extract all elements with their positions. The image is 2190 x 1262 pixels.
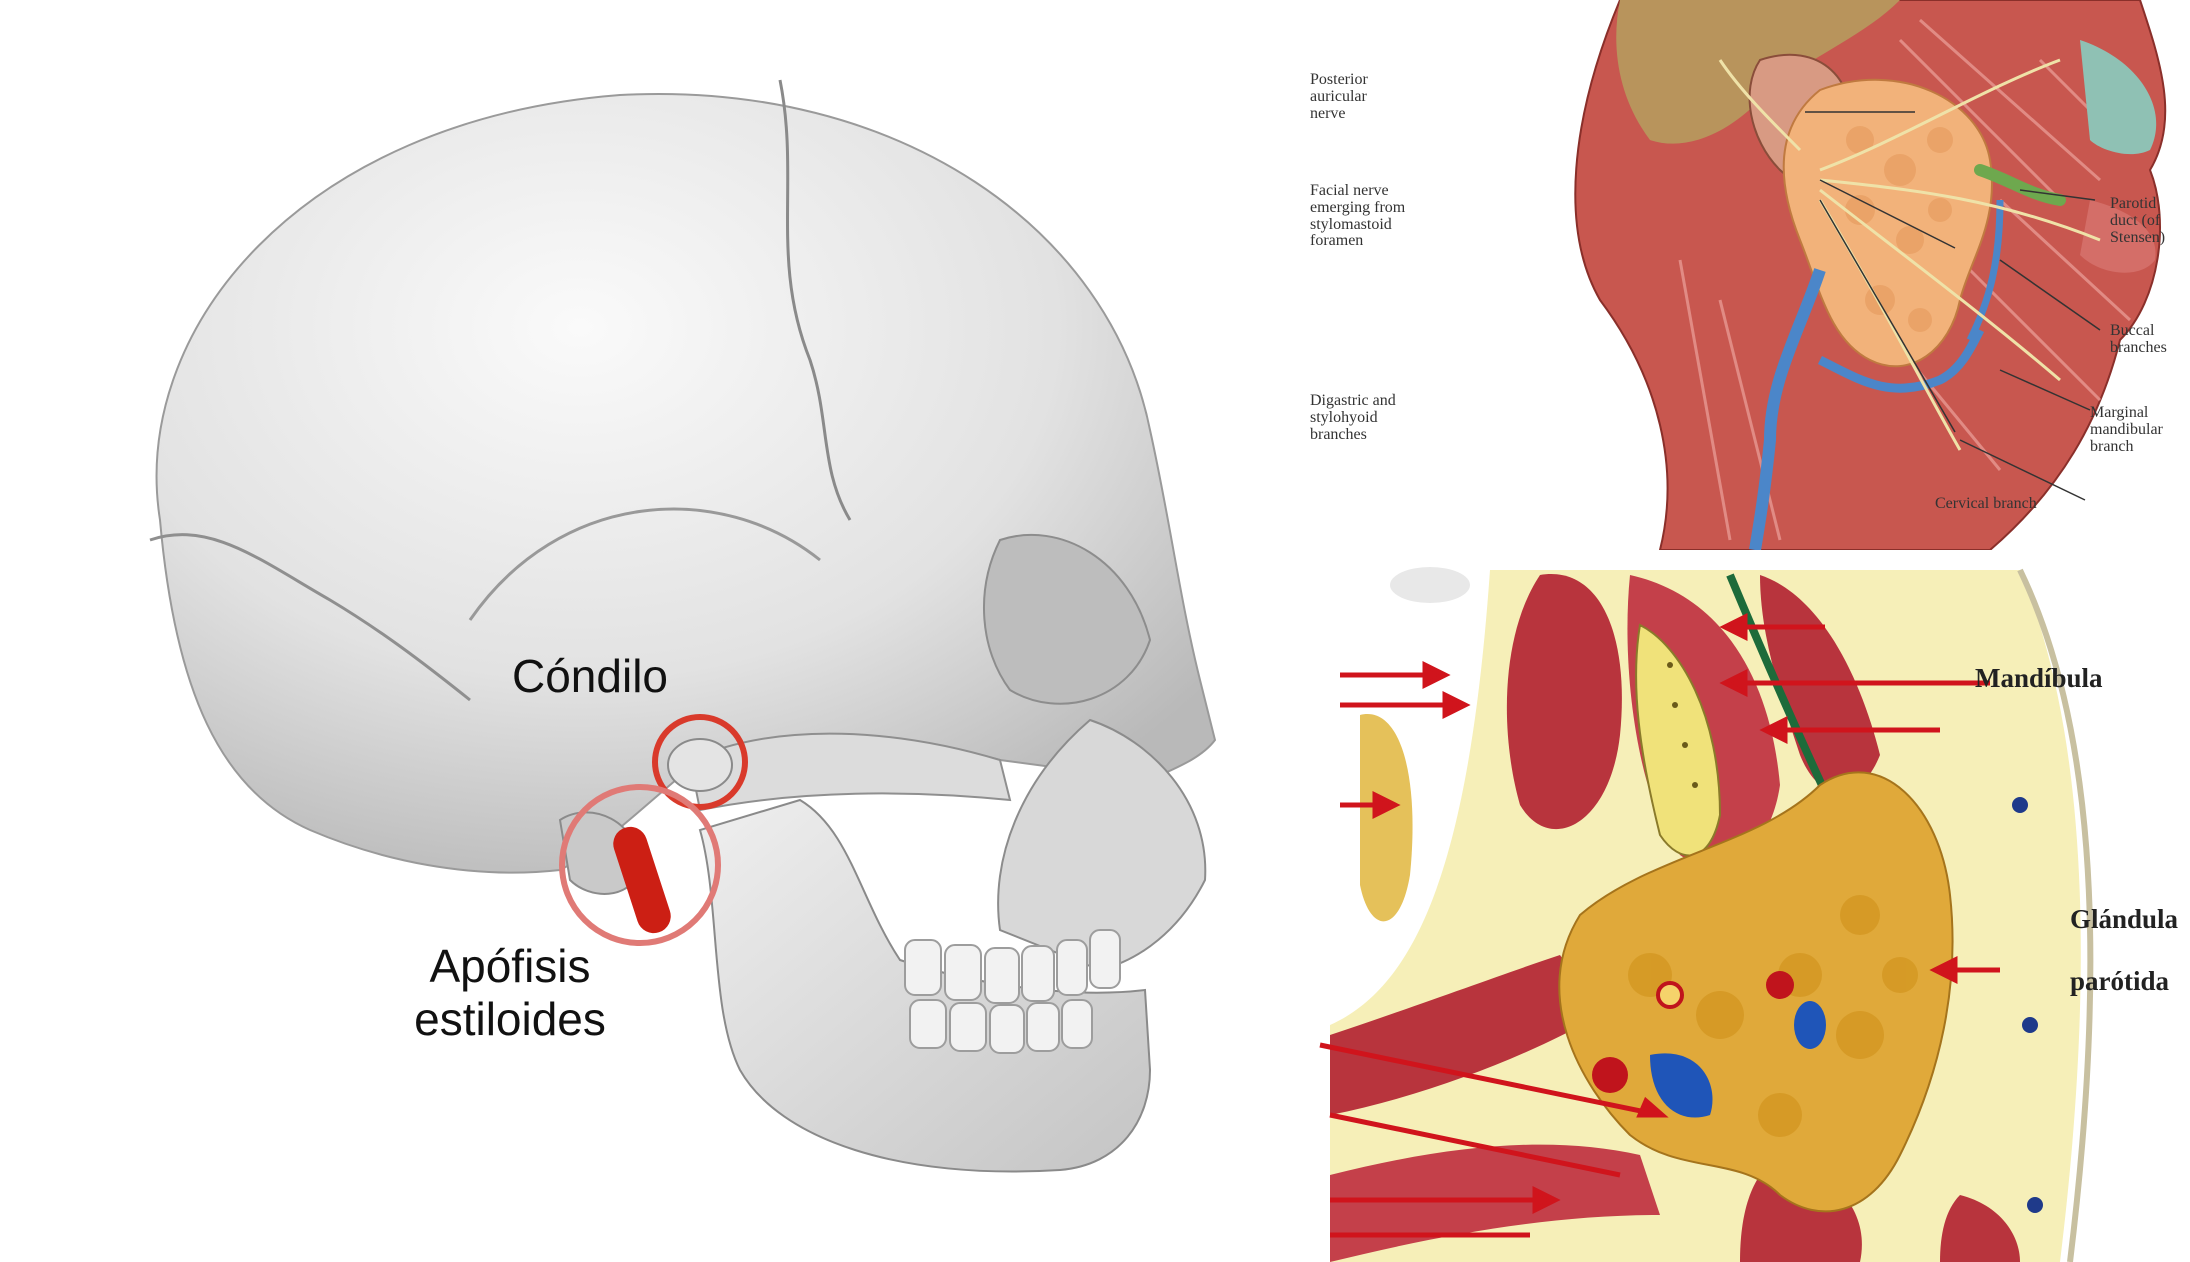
cranium [155,93,1217,874]
label-cervical-branch: Cervical branch [1935,495,2037,512]
section-drawing [1319,567,2094,1262]
label-digastric-stylohyoid: Digastric and stylohyoid branches [1310,392,1396,443]
condyle-label: Cóndilo [512,650,668,702]
facial-nerve-illustration: Posterior auricular nerve Facial nerve e… [1300,0,2190,550]
parotid-gland-section [1558,771,1954,1213]
label-parotid-gland: Glándula parótida [2070,873,2190,1028]
label-buccal-branches: Buccal branches [2110,322,2167,356]
styloid-label: Apófisis estiloides [380,940,640,1046]
label-parotid-line2: parótida [2070,966,2170,997]
styloid-label-line1: Apófisis [429,940,591,992]
condyle-highlight-circle [652,714,748,810]
skull-illustration: Cóndilo Apófisis estiloides [149,79,1217,1173]
label-mandible: Mandíbula [1975,663,2103,693]
styloid-process [613,826,671,934]
label-marginal-mandibular-branch: Marginal mandibular branch [2090,404,2163,455]
skull-drawing [149,79,1217,1173]
label-parotid-duct: Parotid duct (of Stensen) [2110,195,2166,246]
parotid-cross-section: Mandíbula Glándula parótida [1300,555,2190,1262]
label-parotid-line1: Glándula [2070,904,2179,935]
label-facial-nerve-foramen: Facial nerve emerging from stylomastoid … [1310,182,1406,250]
condyle-process [667,738,733,792]
face-drawing [1574,0,2167,550]
styloid-highlight-circle [559,784,721,946]
label-posterior-auricular-nerve: Posterior auricular nerve [1310,71,1368,122]
styloid-label-line2: estiloides [414,992,606,1045]
